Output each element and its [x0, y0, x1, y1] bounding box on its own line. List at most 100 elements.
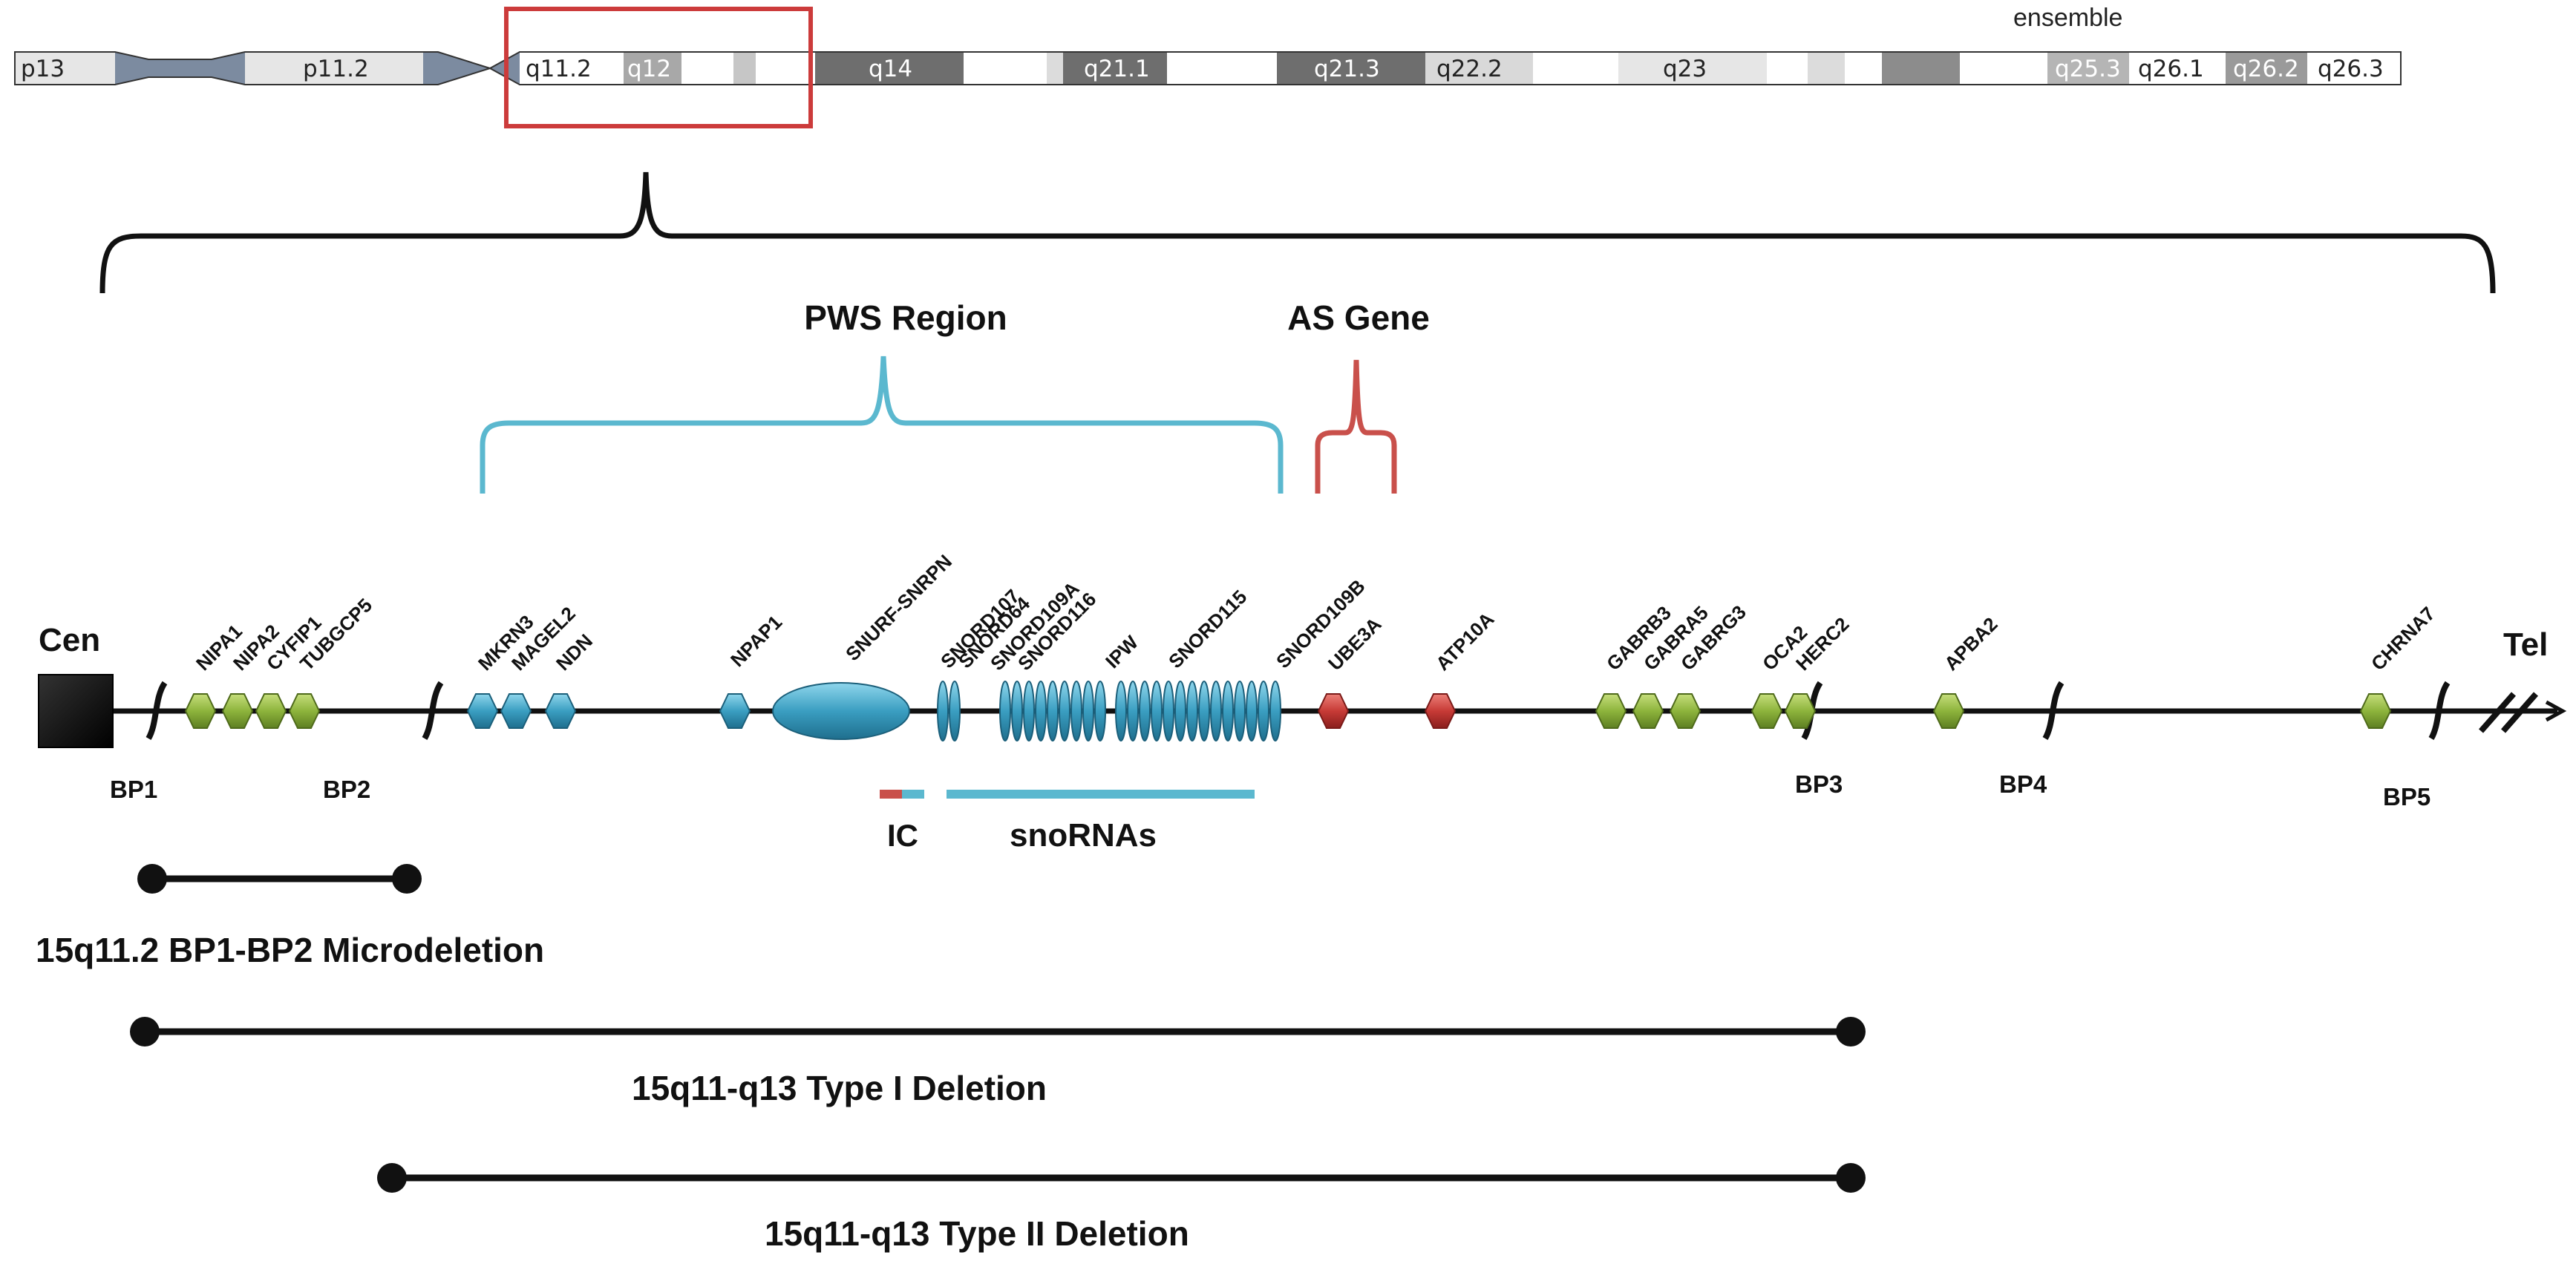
band-q21.3	[1277, 52, 1425, 85]
gene-marker-npap1	[719, 693, 751, 729]
gene-marker-snord116	[1059, 681, 1070, 741]
gene-label-apba2: APBA2	[1940, 613, 2002, 675]
band-label-q25.3: q25.3	[2055, 56, 2121, 82]
gene-marker-snord116	[1023, 681, 1035, 741]
microdeletion-label: 15q11.2 BP1-BP2 Microdeletion	[36, 931, 544, 969]
chromosome-arrow-icon	[2545, 700, 2567, 722]
gene-marker-snord116	[1070, 681, 1082, 741]
type1-end-dot	[1836, 1017, 1866, 1047]
gene-marker-gabra5	[1632, 693, 1664, 729]
gene-marker-chrna7	[2359, 693, 2392, 729]
type2-end-dot	[1836, 1163, 1866, 1193]
gene-marker-nipa1	[184, 693, 217, 729]
band-p11.2	[245, 52, 423, 85]
band-q12	[624, 52, 681, 85]
type2-start-dot	[377, 1163, 407, 1193]
gene-marker-snord64	[949, 681, 961, 741]
gene-marker-ndn	[544, 693, 577, 729]
type1-deletion-label: 15q11-q13 Type I Deletion	[632, 1069, 1047, 1107]
band-q13.2	[733, 52, 756, 85]
bp1-label: BP1	[110, 776, 157, 803]
microdeletion-start-dot	[137, 864, 167, 894]
deletion-bars: 15q11.2 BP1-BP2 Microdeletion 15q11-q13 …	[36, 864, 1866, 1253]
microdeletion-end-dot	[392, 864, 422, 894]
gene-marker-mkrn3	[466, 693, 499, 729]
band-label-q26.3: q26.3	[2318, 56, 2384, 82]
band-p12	[115, 52, 245, 85]
gene-marker-snord115	[1151, 681, 1163, 741]
ic-label: IC	[887, 818, 918, 853]
chromosome-map: Cen Tel BP1 BP2 BP3 BP4 BP5	[38, 550, 2567, 854]
chromosome-ideogram: ensemble p13 p	[14, 4, 2402, 128]
band-q25.1	[1882, 52, 1960, 85]
gene-marker-snord115	[1139, 681, 1151, 741]
gene-marker-snord115	[1127, 681, 1139, 741]
snornas-label: snoRNAs	[1010, 817, 1157, 854]
gene-marker-snord116	[1011, 681, 1023, 741]
tel-label: Tel	[2503, 626, 2548, 663]
band-q15	[964, 52, 1047, 85]
band-q24.1	[1767, 52, 1808, 85]
bp2-marker	[422, 681, 444, 741]
gene-marker-tubgcp5	[288, 693, 321, 729]
gene-label-snurf-snrpn: SNURF-SNRPN	[841, 550, 956, 665]
band-label-q22.2: q22.2	[1436, 56, 1503, 82]
type1-start-dot	[130, 1017, 160, 1047]
telomere-break-icon	[2500, 692, 2539, 733]
band-p13	[15, 52, 115, 85]
gene-marker-snurf-snrpn	[772, 682, 910, 740]
gene-marker-magel2	[500, 693, 532, 729]
telomere-break-icon	[2478, 692, 2517, 733]
band-q22.2	[1425, 52, 1533, 85]
as-gene-label: AS Gene	[1287, 298, 1430, 337]
gene-marker-snord115	[1198, 681, 1210, 741]
gene-marker-ube3a	[1317, 693, 1350, 729]
gene-label-ipw: IPW	[1101, 631, 1142, 672]
gene-marker-herc2	[1784, 693, 1817, 729]
band-label-p13: p13	[21, 56, 65, 82]
band-label-p11.2: p11.2	[303, 56, 369, 82]
gene-label-chrna7: CHRNA7	[2367, 602, 2439, 675]
gene-marker-ipw	[1094, 681, 1106, 741]
gene-marker-snord115	[1174, 681, 1186, 741]
band-q23	[1618, 52, 1767, 85]
bp2-label: BP2	[323, 776, 370, 803]
snorna-cluster	[937, 681, 1281, 741]
gene-marker-snord115	[1163, 681, 1174, 741]
band-q21.1	[1063, 52, 1167, 85]
gene-marker-snord116	[1035, 681, 1047, 741]
bp5-marker	[2428, 681, 2451, 741]
bp4-marker	[2042, 681, 2065, 741]
gene-marker-snord115	[1186, 681, 1198, 741]
gene-marker-oca2	[1750, 693, 1783, 729]
band-q14	[815, 52, 964, 85]
gene-marker-snord115	[1234, 681, 1246, 741]
gene-label-npap1: NPAP1	[726, 611, 786, 671]
gene-marker-snord115	[1246, 681, 1258, 741]
band-q11.2	[520, 52, 624, 85]
gene-marker-snord115	[1258, 681, 1269, 741]
bp4-label: BP4	[1999, 770, 2047, 798]
gene-label-snord115: SNORD115	[1164, 586, 1251, 672]
gene-marker-snord115	[1210, 681, 1222, 741]
band-q25.2	[1960, 52, 2047, 85]
band-q25.3	[2047, 52, 2129, 85]
band-label-q21.3: q21.3	[1314, 56, 1380, 82]
ensemble-label: ensemble	[2013, 4, 2122, 32]
centromere-block	[38, 674, 114, 748]
band-label-q14: q14	[869, 56, 912, 82]
gene-marker-snord116	[1082, 681, 1094, 741]
as-gene-bracket	[1315, 359, 1397, 494]
bp1-marker	[146, 681, 168, 741]
gene-marker-snord107	[937, 681, 949, 741]
band-label-q26.2: q26.2	[2233, 56, 2299, 82]
band-q22.3	[1533, 52, 1618, 85]
band-q26.3	[2307, 52, 2401, 85]
gene-label-atp10a: ATP10A	[1431, 608, 1499, 675]
gene-marker-cyfip1	[255, 693, 287, 729]
cen-label: Cen	[39, 622, 100, 658]
band-label-q21.1: q21.1	[1084, 56, 1150, 82]
band-q15.3	[1047, 52, 1063, 85]
gene-marker-apba2	[1932, 693, 1965, 729]
gene-marker-atp10a	[1424, 693, 1457, 729]
